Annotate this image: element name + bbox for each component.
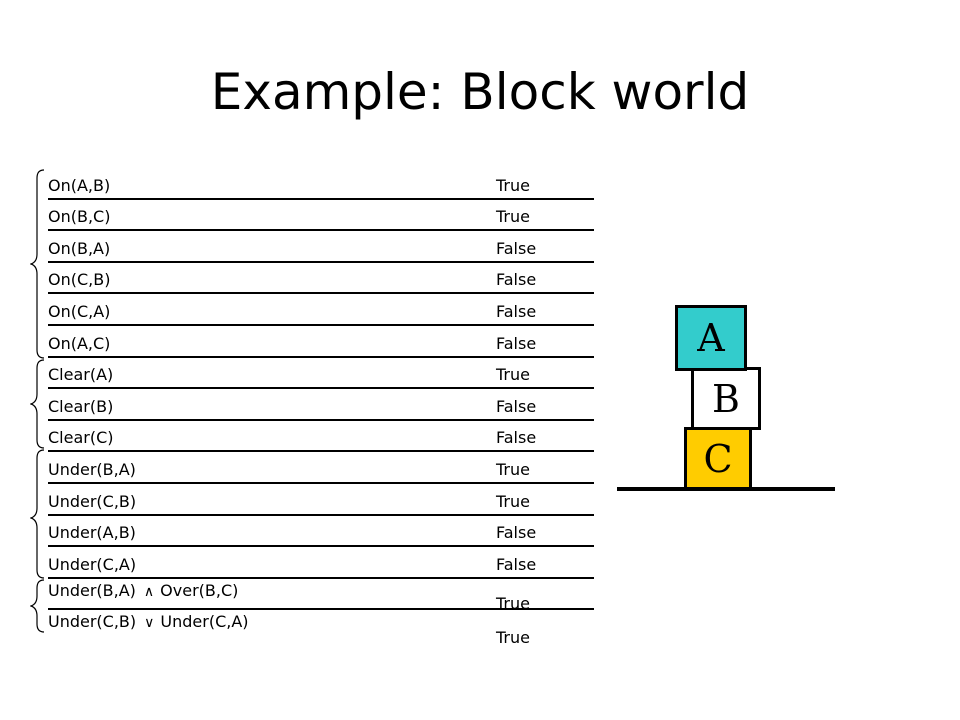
table-row: On(B,A) False <box>48 231 594 263</box>
compound-right: Over(B,C) <box>160 580 239 600</box>
table-row: On(B,C) True <box>48 200 594 232</box>
fact-value: False <box>496 523 537 543</box>
fact-value: True <box>496 627 530 647</box>
fact-expression: Under(B,A) ∧ Over(B,C) <box>48 581 238 602</box>
brace-under <box>30 449 45 579</box>
table-row-compound: Under(C,B) ∨ Under(C,A) True <box>48 610 594 647</box>
fact-value: False <box>496 554 537 574</box>
fact-expression: On(C,A) <box>48 301 111 321</box>
table-surface-line <box>617 487 835 491</box>
table-row: On(A,B) True <box>48 168 594 200</box>
fact-expression: Under(C,A) <box>48 554 137 574</box>
table-row: On(A,C) False <box>48 326 594 358</box>
fact-expression: Clear(A) <box>48 365 114 385</box>
fact-value: False <box>496 396 537 416</box>
slide-title: Example: Block world <box>210 63 750 121</box>
compound-left: Under(B,A) <box>48 580 136 600</box>
fact-expression: On(A,B) <box>48 175 111 195</box>
fact-value: False <box>496 333 537 353</box>
fact-expression: Clear(B) <box>48 396 114 416</box>
block-b: B <box>691 367 761 430</box>
group-braces <box>30 169 45 633</box>
brace-on <box>30 169 45 359</box>
fact-expression: Under(B,A) <box>48 459 136 479</box>
brace-clear <box>30 359 45 449</box>
fact-expression: Under(A,B) <box>48 523 136 543</box>
block-a: A <box>675 305 747 371</box>
fact-table: On(A,B) True On(B,C) True On(B,A) False … <box>48 168 594 647</box>
table-row: Clear(C) False <box>48 421 594 453</box>
fact-expression: On(B,A) <box>48 238 111 258</box>
table-row: On(C,A) False <box>48 294 594 326</box>
fact-value: True <box>496 175 530 195</box>
fact-value: True <box>496 491 530 511</box>
table-row: Under(A,B) False <box>48 516 594 548</box>
fact-expression: On(C,B) <box>48 270 111 290</box>
brace-compound <box>30 579 45 633</box>
or-operator: ∨ <box>144 615 155 632</box>
fact-value: True <box>496 459 530 479</box>
fact-value: False <box>496 301 537 321</box>
fact-value: False <box>496 270 537 290</box>
table-row: Clear(A) True <box>48 358 594 390</box>
fact-value: False <box>496 238 537 258</box>
fact-expression: On(B,C) <box>48 207 111 227</box>
fact-expression: On(A,C) <box>48 333 111 353</box>
table-row: Under(B,A) True <box>48 452 594 484</box>
fact-value: False <box>496 428 537 448</box>
table-row: Under(C,B) True <box>48 484 594 516</box>
block-c: C <box>684 427 752 491</box>
fact-expression: Clear(C) <box>48 428 114 448</box>
and-operator: ∧ <box>143 583 155 600</box>
table-row-compound: Under(B,A) ∧ Over(B,C) True <box>48 579 594 614</box>
table-row: Under(C,A) False <box>48 547 594 579</box>
fact-value: True <box>496 207 530 227</box>
fact-expression: Under(C,B) <box>48 491 137 511</box>
table-row: Clear(B) False <box>48 389 594 421</box>
table-row: On(C,B) False <box>48 263 594 295</box>
fact-value: True <box>496 594 530 614</box>
fact-value: True <box>496 365 530 385</box>
fact-expression: Under(C,B) ∨ Under(C,A) <box>48 612 249 633</box>
compound-left: Under(C,B) <box>48 612 137 632</box>
compound-right: Under(C,A) <box>160 612 249 632</box>
